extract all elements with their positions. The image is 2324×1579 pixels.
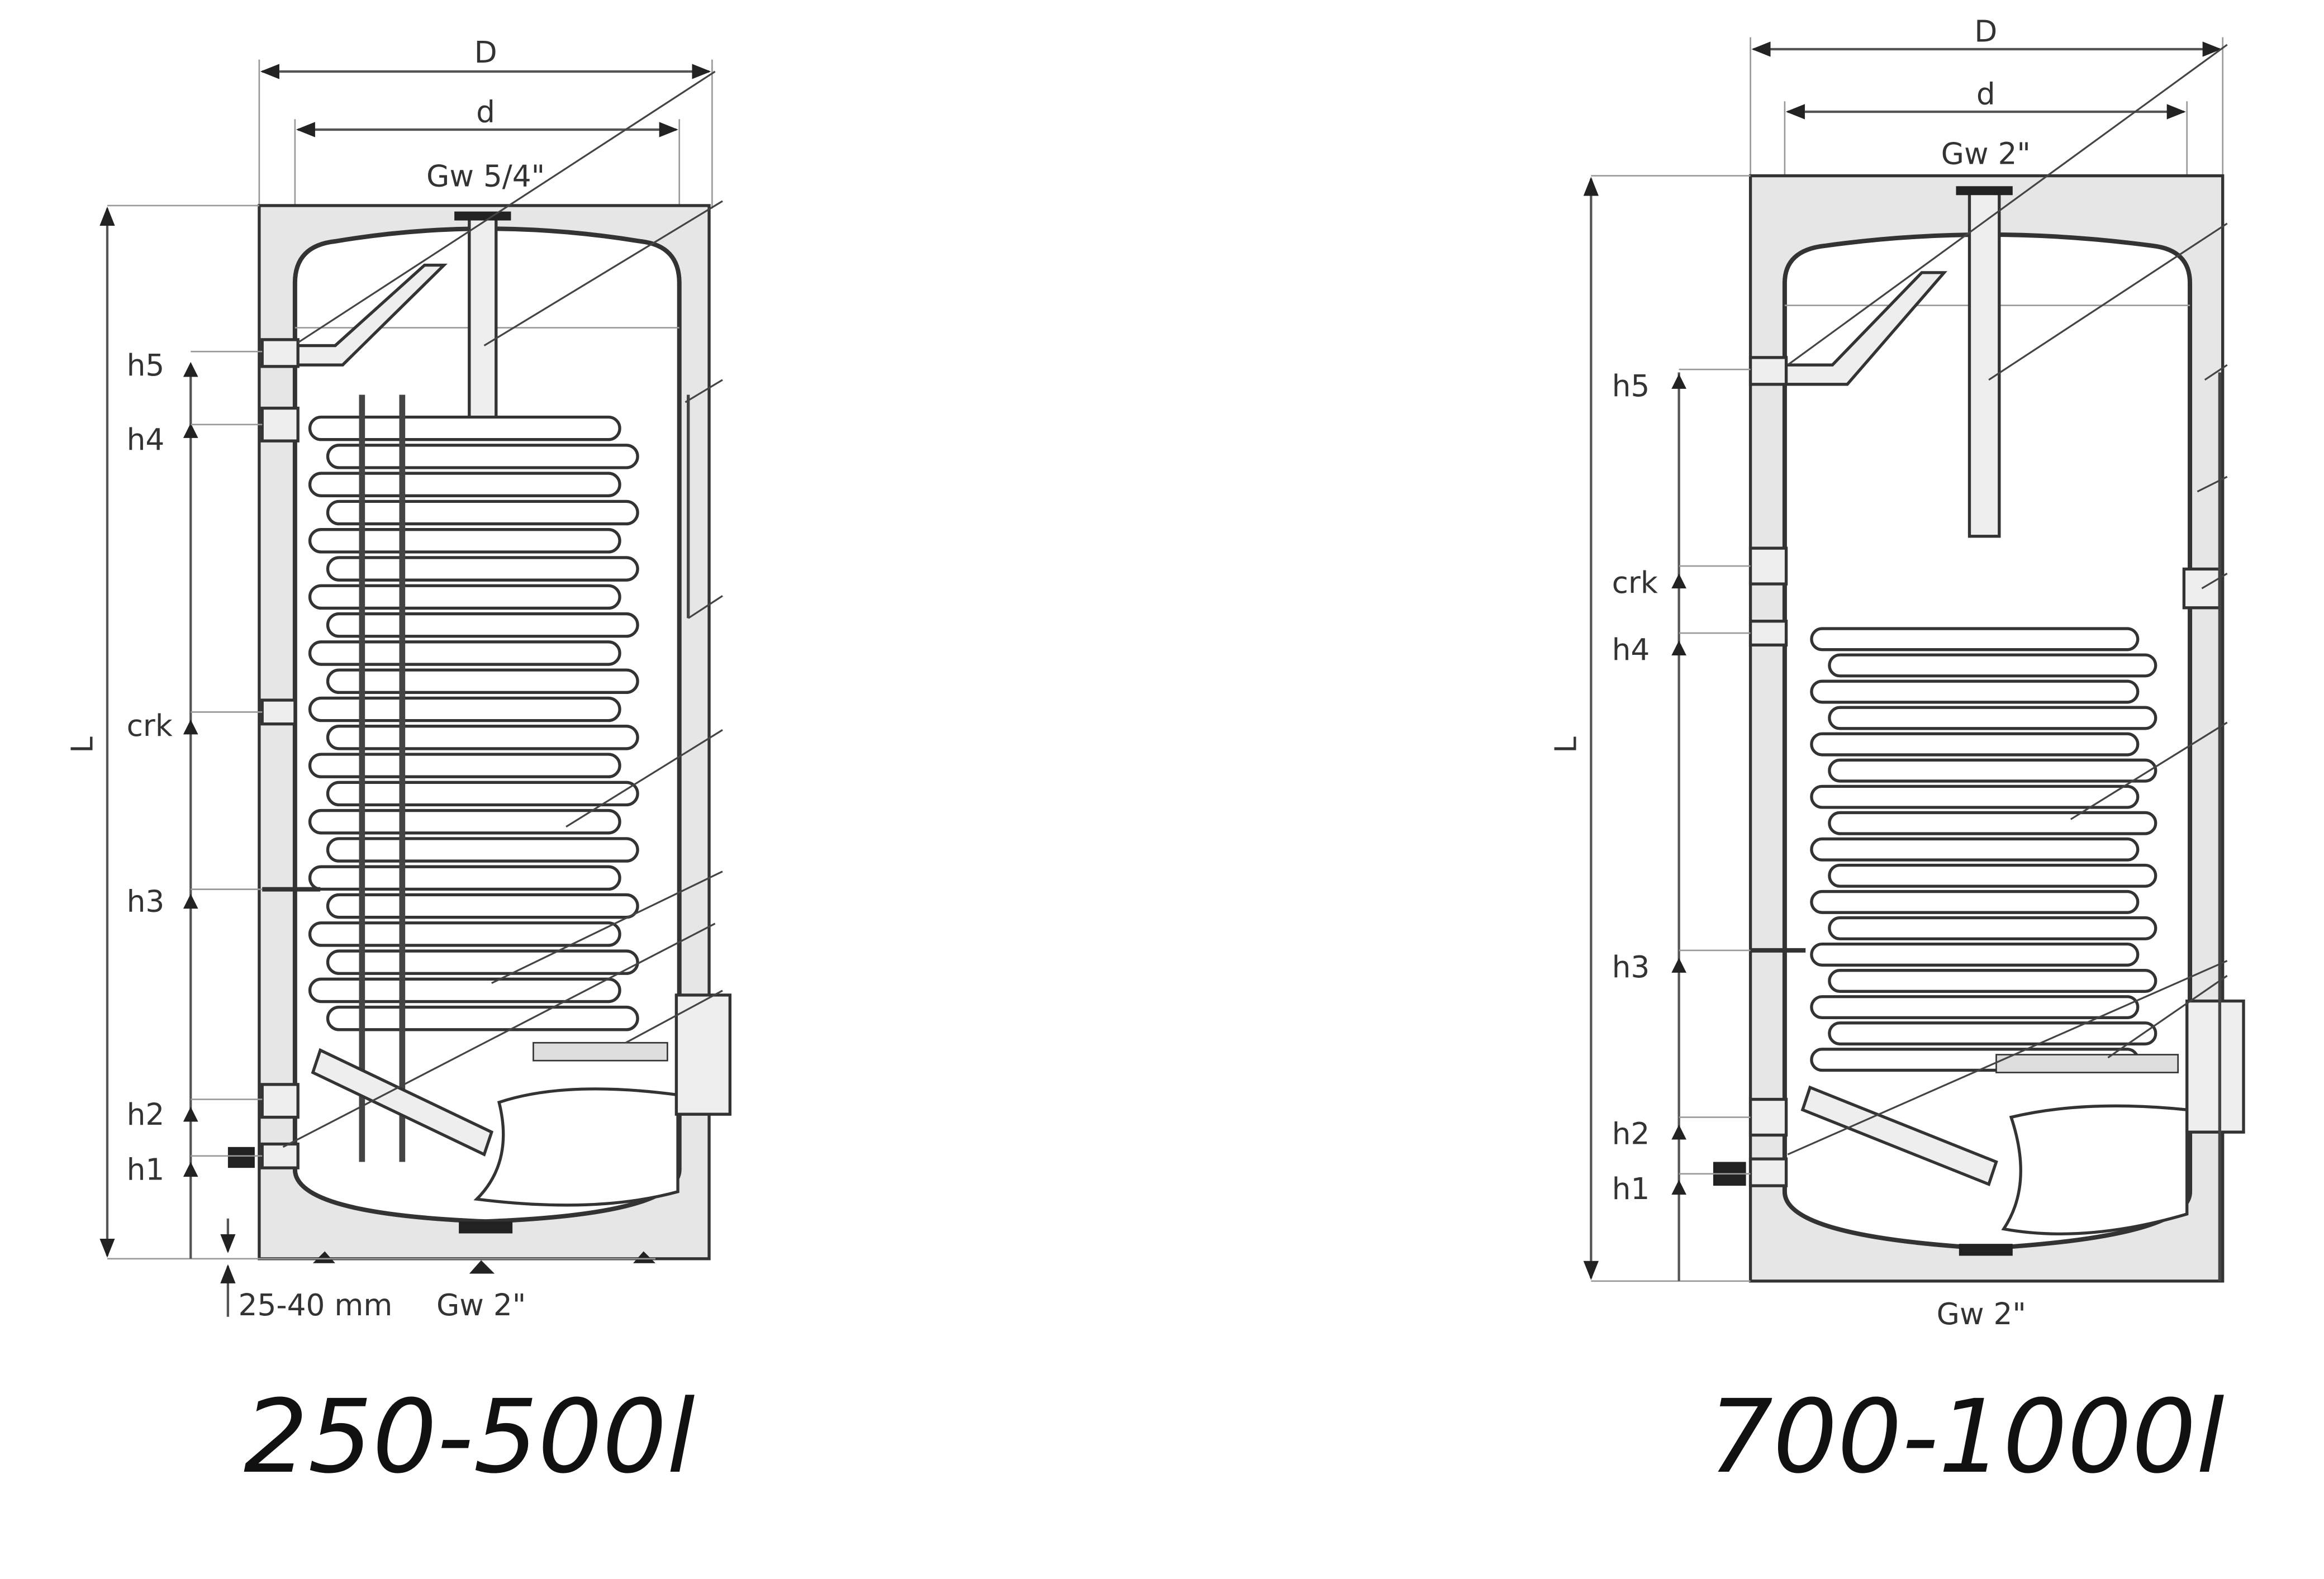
coil-loop (1828, 706, 2157, 730)
tank-700-1000: D d Gw 2" (1549, 15, 2245, 1496)
coil-loop (326, 612, 639, 638)
coil-loop (1810, 627, 2140, 651)
height-markers (183, 350, 263, 1177)
coil-loop (308, 865, 621, 891)
coil-loop (308, 640, 621, 666)
heat-exchanger-coil (1810, 627, 2157, 1072)
coil-loop (1810, 995, 2140, 1020)
coil-loop (326, 500, 639, 526)
label-h1: h1 (127, 1152, 165, 1187)
label-h2: h2 (127, 1097, 165, 1132)
coil-loop (1828, 916, 2157, 940)
coil-loop (1828, 969, 2157, 993)
caption-250-500l: 250-500l (244, 1378, 695, 1496)
coil-loop (308, 696, 621, 722)
coil-loop (326, 893, 639, 919)
label-h3: h3 (1612, 950, 1650, 985)
coil-loop (1810, 679, 2140, 704)
label-h5: h5 (127, 348, 165, 383)
coil-loop (1810, 732, 2140, 757)
label-h3: h3 (127, 884, 165, 919)
coil-loop (308, 415, 621, 441)
tank-250-500: D d Gw 5/4" (65, 35, 732, 1496)
label-h2: h2 (1612, 1117, 1650, 1152)
coil-loop (1810, 942, 2140, 967)
coil-loop (326, 1005, 639, 1031)
coil-loop (326, 668, 639, 695)
coil-loop (326, 444, 639, 469)
label-d: d (1976, 77, 1995, 112)
coil-loop (326, 725, 639, 750)
coil-loop (308, 977, 621, 1003)
coil-loop (326, 781, 639, 807)
height-markers (1671, 368, 1751, 1195)
coil-loop (308, 753, 621, 778)
coil-loop (326, 837, 639, 863)
label-h4: h4 (1612, 632, 1650, 667)
label-h1: h1 (1612, 1172, 1650, 1206)
label-h4: h4 (127, 422, 165, 457)
label-crk: crk (1612, 565, 1658, 600)
top-connection-label: Gw 5/4" (426, 159, 545, 193)
label-h5: h5 (1612, 369, 1650, 403)
coil-loop (1828, 863, 2157, 888)
caption-700-1000l: 700-1000l (1709, 1378, 2225, 1496)
coil-loop (308, 921, 621, 947)
label-L: L (65, 736, 99, 753)
coil-loop (308, 472, 621, 497)
coil-loop (1828, 653, 2157, 678)
coil-loop (1810, 890, 2140, 914)
label-crk: crk (127, 708, 173, 743)
bottom-connection-label: Gw 2" (436, 1288, 526, 1323)
coil-loop (1828, 758, 2157, 783)
coil-loop (1828, 811, 2157, 835)
coil-loop (308, 527, 621, 554)
coil-loop (308, 584, 621, 610)
coil-loop (308, 808, 621, 835)
label-D: D (1974, 15, 1997, 49)
coil-loop (326, 949, 639, 975)
coil-loop (1810, 837, 2140, 862)
label-L: L (1549, 736, 1584, 753)
label-D: D (474, 35, 497, 70)
coil-loop (1828, 1021, 2157, 1046)
coil-loop (326, 556, 639, 582)
foot-adjust-label: 25-40 mm (239, 1288, 393, 1323)
bottom-connection-label: Gw 2" (1937, 1297, 2026, 1331)
coil-loop (1810, 784, 2140, 809)
label-d: d (476, 95, 495, 130)
top-connection-label: Gw 2" (1941, 136, 2031, 171)
